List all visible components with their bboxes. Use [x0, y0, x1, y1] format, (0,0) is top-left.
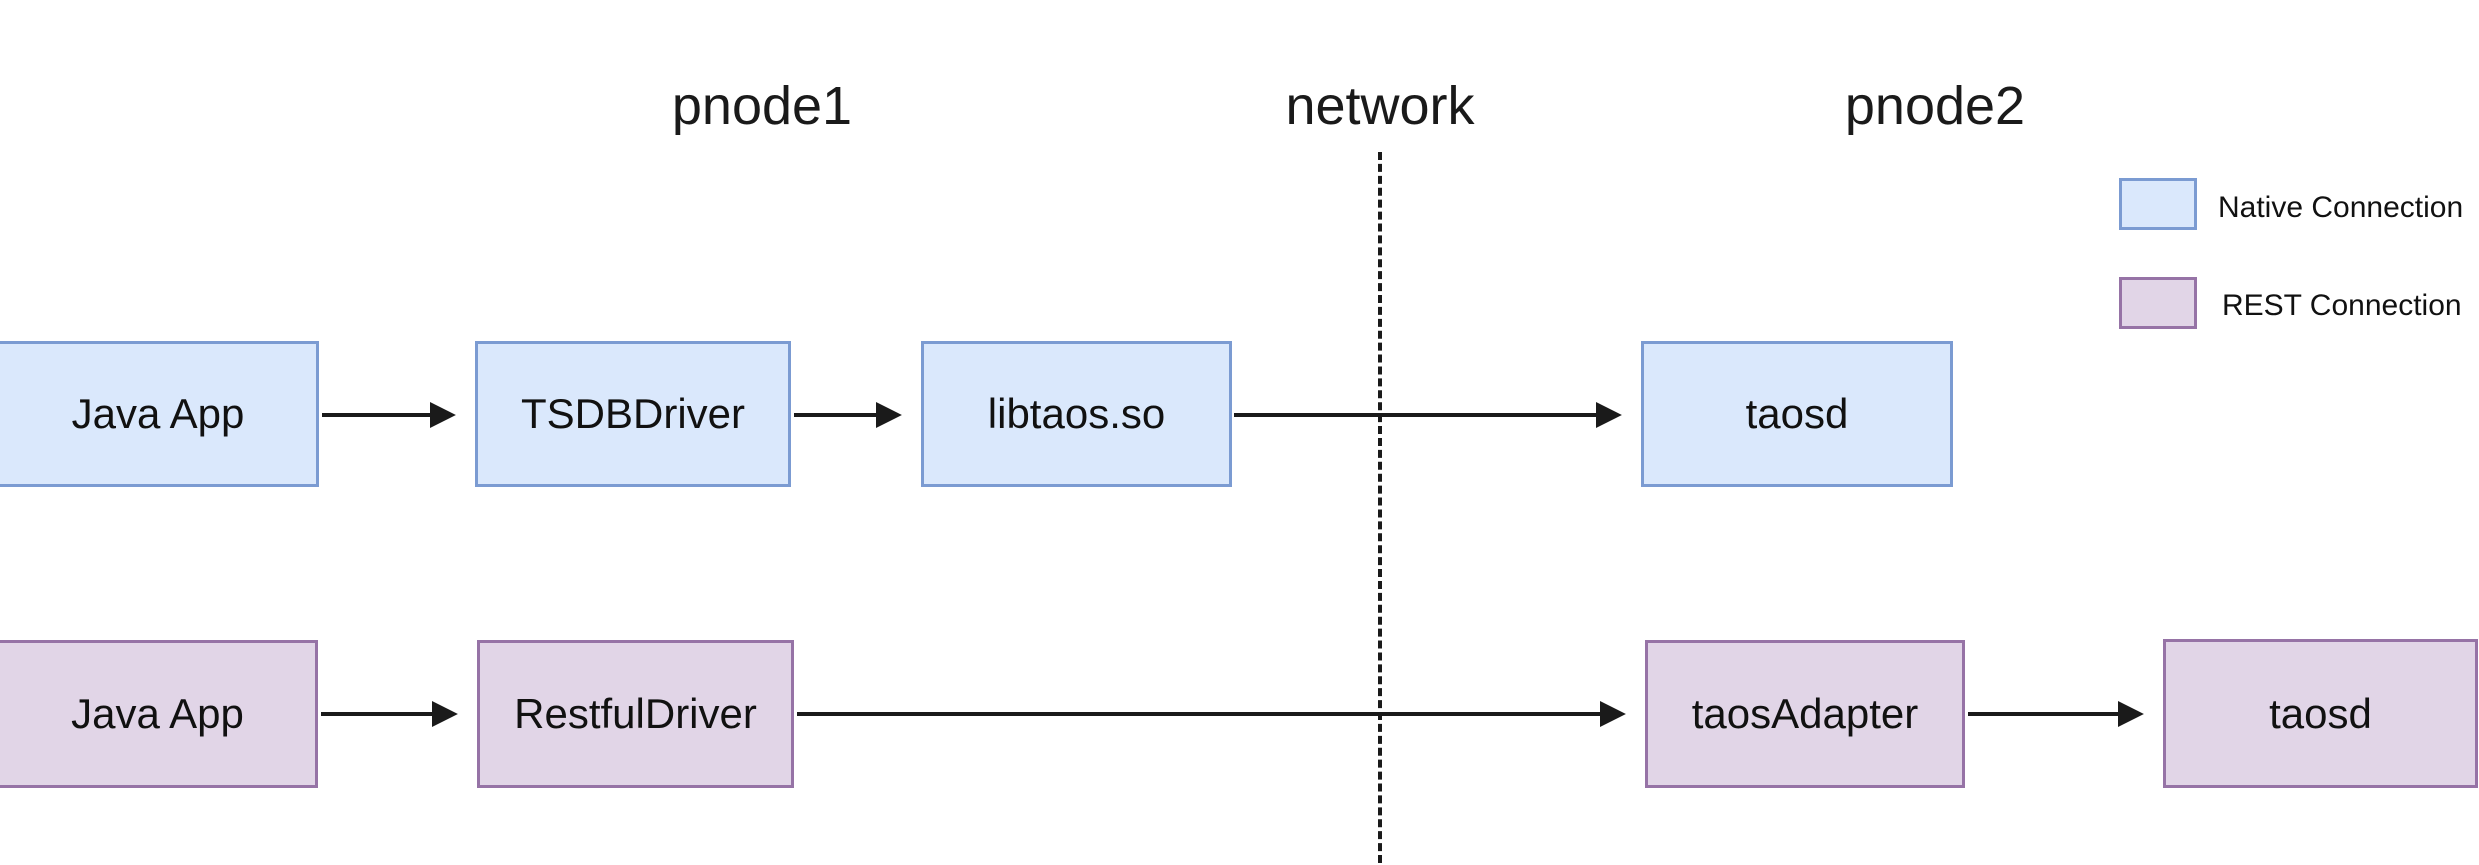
zone-label-pnode1: pnode1: [671, 76, 853, 136]
node-label: taosAdapter: [1691, 690, 1919, 737]
node-tsdbdriver: TSDBDriver: [475, 341, 791, 487]
node-label: Java App: [71, 690, 244, 737]
node-restfuldriver: RestfulDriver: [477, 640, 794, 788]
node-label: RestfulDriver: [514, 690, 757, 737]
node-java-app-native: Java App: [0, 341, 319, 487]
node-taosd-rest: taosd: [2163, 639, 2478, 788]
legend-swatch-native: [2119, 178, 2197, 230]
node-label: libtaos.so: [987, 390, 1166, 437]
node-label: TSDBDriver: [520, 390, 745, 437]
node-label: taosd: [2269, 689, 2372, 737]
node-taosd-native: taosd: [1641, 341, 1953, 487]
node-java-app-rest: Java App: [0, 640, 318, 788]
network-boundary-dashed-line: [1378, 152, 1382, 863]
node-label: Java App: [71, 390, 245, 437]
node-taosadapter: taosAdapter: [1645, 640, 1965, 788]
legend-label-rest: REST Connection: [2222, 289, 2462, 322]
legend-label-native: Native Connection: [2218, 191, 2464, 224]
zone-label-pnode2: pnode2: [1844, 76, 2026, 136]
zone-label-network: network: [1285, 76, 1475, 136]
node-label: taosd: [1745, 390, 1849, 437]
legend-swatch-rest: [2119, 277, 2197, 329]
node-libtaos-so: libtaos.so: [921, 341, 1232, 487]
